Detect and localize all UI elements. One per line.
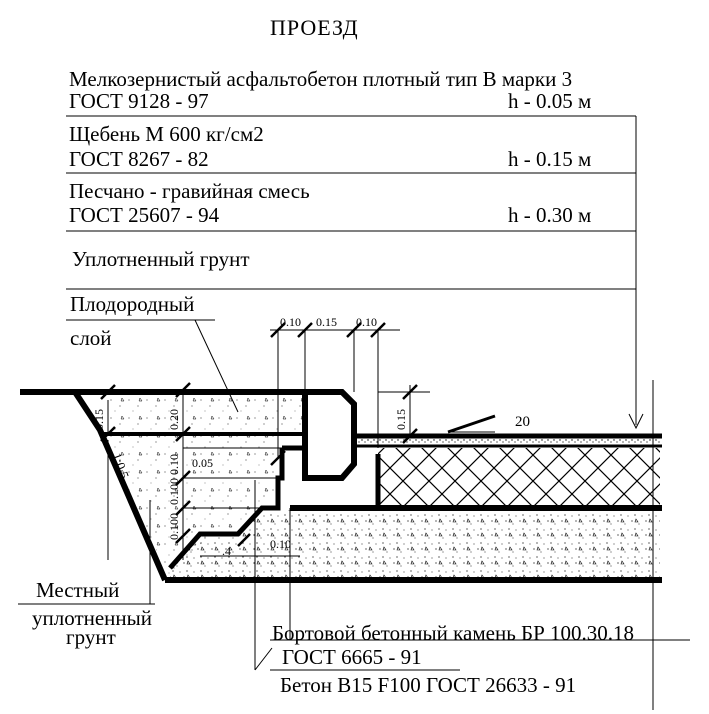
layer-4-name: Уплотненный грунт bbox=[72, 247, 250, 271]
curb-label-1: Бортовой бетонный камень БР 100.30.18 bbox=[272, 621, 634, 645]
dim-top-3: 0.10 bbox=[356, 315, 377, 329]
dim-left-015: 0.15 bbox=[92, 409, 106, 430]
dim-v-0100b: 0.100 bbox=[167, 513, 181, 540]
dim-bottom-04: .4 bbox=[222, 544, 231, 558]
curb-stone bbox=[302, 389, 357, 481]
dim-v-0100a: 0.100 bbox=[167, 478, 181, 505]
fertile-layer-callout: Плодородный слой bbox=[66, 292, 239, 413]
layer-3-gost: ГОСТ 25607 - 94 bbox=[69, 203, 220, 227]
fertile-soil-fill bbox=[108, 396, 304, 434]
curb-label-3: Бетон B15 F100 ГОСТ 26633 - 91 bbox=[280, 673, 576, 697]
concrete-foundation-fill bbox=[170, 510, 290, 580]
layer-1-gost: ГОСТ 9128 - 97 bbox=[69, 89, 209, 113]
dim-left-020: 0.20 bbox=[167, 409, 181, 430]
concrete-bed-profile bbox=[168, 448, 285, 570]
layer-3-thickness: h - 0.30 м bbox=[508, 203, 591, 227]
fertile-layer-label-2: слой bbox=[70, 326, 112, 350]
layer-spec-list: Мелкозернистый асфальтобетон плотный тип… bbox=[66, 67, 644, 430]
page-title: ПРОЕЗД bbox=[270, 15, 359, 40]
local-soil-label-1: Местный bbox=[36, 578, 119, 602]
layer-2-gost: ГОСТ 8267 - 82 bbox=[69, 147, 209, 171]
layer-3-name: Песчано - гравийная смесь bbox=[69, 179, 310, 203]
local-soil-callout: Местный уплотненный грунт bbox=[18, 500, 155, 649]
slope-indicator: 20 bbox=[447, 414, 530, 434]
sand-gravel-layer bbox=[290, 510, 660, 580]
asphalt-layer bbox=[356, 436, 660, 446]
dimension-ticks bbox=[100, 322, 418, 547]
layer-1-thickness: h - 0.05 м bbox=[508, 89, 591, 113]
dim-005: 0.05 bbox=[192, 456, 213, 470]
spec-leader-arrow bbox=[628, 413, 644, 430]
local-soil-label-3: грунт bbox=[66, 625, 116, 649]
dim-bottom-010: 0.10 bbox=[270, 537, 291, 551]
curb-label-2: ГОСТ 6665 - 91 bbox=[282, 645, 422, 669]
layer-2-thickness: h - 0.15 м bbox=[508, 147, 591, 171]
crushed-stone-layer bbox=[378, 448, 660, 508]
layer-1-name: Мелкозернистый асфальтобетон плотный тип… bbox=[69, 67, 572, 91]
curb-callout: Бортовой бетонный камень БР 100.30.18 ГО… bbox=[254, 480, 634, 697]
dim-top-2: 0.15 bbox=[316, 315, 337, 329]
slope-value: 20 bbox=[515, 414, 530, 430]
dim-right-015: 0.15 bbox=[394, 409, 408, 430]
construction-lines bbox=[107, 329, 690, 710]
excavation-slope bbox=[72, 390, 168, 582]
local-soil-label-2: уплотненный bbox=[32, 606, 152, 630]
section-outlines bbox=[20, 389, 662, 583]
dim-top-1: 0.10 bbox=[280, 315, 301, 329]
fertile-layer-label-1: Плодородный bbox=[70, 292, 194, 316]
dim-v-010: 0.10 bbox=[167, 454, 181, 475]
layer-2-name: Щебень М 600 кг/см2 bbox=[69, 122, 264, 146]
